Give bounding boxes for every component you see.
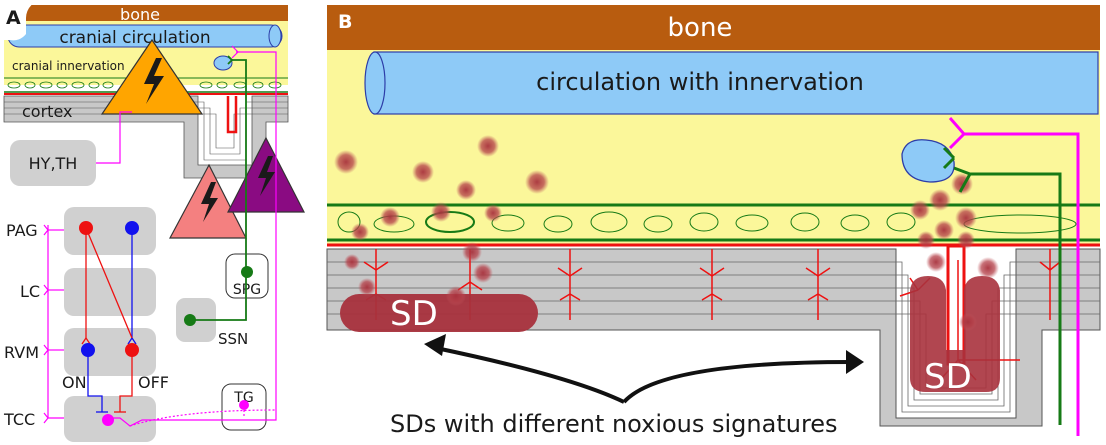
lightning-icon <box>258 156 275 196</box>
b-small-vessel <box>901 139 955 183</box>
panel-a-letter: A <box>6 7 21 29</box>
b-cortex <box>326 248 1101 427</box>
hy-th-label: HY,TH <box>29 154 78 173</box>
warning-triangle-orange <box>100 38 204 115</box>
tg-label: TG <box>233 390 253 406</box>
sulcus-vessel <box>946 244 966 366</box>
a-innervation-label: cranial innervation <box>12 59 125 73</box>
lc-box <box>64 268 156 316</box>
tcc-neuron <box>102 414 114 426</box>
rvm-off-neuron <box>125 343 139 357</box>
panel-b-letter: B <box>338 11 352 33</box>
tcc-label: TCC <box>3 410 35 429</box>
sd-region-right <box>910 276 1000 392</box>
spg-neuron <box>241 266 253 278</box>
pag-red-neuron <box>79 221 93 235</box>
warning-triangle-purple <box>227 136 305 213</box>
a-small-vessel <box>213 55 233 71</box>
spg-label: SPG <box>233 282 261 298</box>
lightning-icon <box>201 182 218 222</box>
hy-th-box <box>10 140 96 186</box>
pag-label: PAG <box>6 221 38 240</box>
a-circulation-label: cranial circulation <box>59 28 210 48</box>
arrow-head-left <box>424 334 446 356</box>
sd-left-label: SD <box>390 294 438 334</box>
panel-a-letter-bg <box>0 0 44 41</box>
a-cortex-label: cortex <box>22 102 72 121</box>
arrow-head-right <box>846 350 864 374</box>
b-caption: SDs with different noxious signatures <box>390 410 838 438</box>
lightning-icon <box>144 58 164 104</box>
a-bone-label: bone <box>120 5 160 24</box>
lc-label: LC <box>20 282 40 301</box>
tg-neuron <box>239 400 249 410</box>
b-bone <box>327 5 1100 50</box>
ssn-neuron <box>184 314 196 326</box>
caption-arrows <box>435 346 853 404</box>
rvm-label: RVM <box>4 343 39 362</box>
pag-blue-neuron <box>125 221 139 235</box>
on-label: ON <box>62 373 87 392</box>
a-cortex <box>3 95 289 179</box>
b-circulation <box>373 51 1099 115</box>
b-bone-label: bone <box>668 13 733 43</box>
warning-triangle-pink <box>168 163 247 239</box>
a-bone <box>4 5 288 21</box>
sd-region-left <box>340 294 538 332</box>
pag-box <box>64 207 156 255</box>
rvm-box <box>64 328 156 376</box>
panel-a: bone cranial circulation cranial innerva… <box>0 0 305 442</box>
sd-right-label: SD <box>924 357 972 397</box>
rvm-on-neuron <box>81 343 95 357</box>
panel-b: bone B circulation with innervation <box>326 5 1101 438</box>
off-label: OFF <box>138 373 169 392</box>
b-circulation-label: circulation with innervation <box>536 68 864 96</box>
ssn-label: SSN <box>218 330 248 348</box>
